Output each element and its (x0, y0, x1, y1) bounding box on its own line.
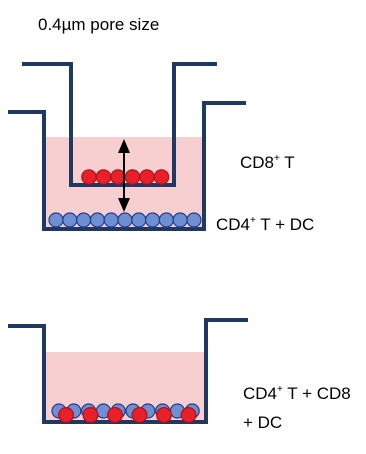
cd4-t-cell (118, 213, 132, 227)
cd4-t-dc-label: CD4+ T + DC (216, 215, 314, 234)
cd8-t-cell (125, 170, 139, 184)
cd4-t-cell (146, 213, 160, 227)
cd8-t-cell (132, 408, 147, 423)
cd4-t-cell (132, 213, 146, 227)
cd8-t-cell (59, 408, 74, 423)
cd8-t-cell (154, 170, 168, 184)
cd4-t-cell (187, 213, 201, 227)
cd4-t-cell (104, 213, 118, 227)
dc-label: + DC (243, 413, 282, 432)
cd8-t-cell (181, 408, 196, 423)
cd8-t-cell (108, 408, 123, 423)
cd4-t-cell (77, 213, 91, 227)
bottom-cell-layer (49, 213, 201, 227)
cd4-t-cell (49, 213, 63, 227)
cd8-t-cell (96, 170, 110, 184)
cd8-t-cell (83, 408, 98, 423)
cd4-t-cell (63, 213, 77, 227)
cd8-t-cell (157, 408, 172, 423)
cd4-t-cell (173, 213, 187, 227)
transwell-top-setup: CD8+ T CD4+ T + DC (8, 64, 314, 234)
cd4-t-cell (159, 213, 173, 227)
cd8-t-label: CD8+ T (240, 153, 295, 172)
pore-size-label: 0.4µm pore size (38, 15, 159, 34)
cd4-t-cell (90, 213, 104, 227)
coculture-bottom-setup: CD4+ T + CD8 + DC (8, 320, 351, 432)
cd8-t-cell (82, 170, 96, 184)
cd8-t-cell (140, 170, 154, 184)
cd4-t-cd8-label: CD4+ T + CD8 (243, 384, 351, 403)
